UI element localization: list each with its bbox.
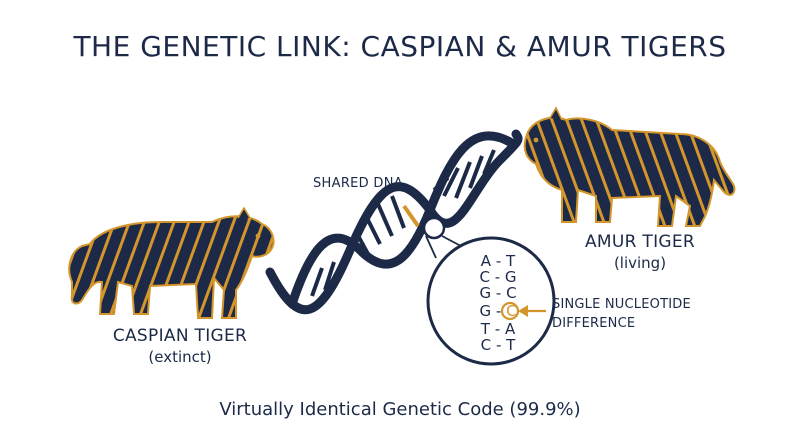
caspian-tiger-icon	[68, 206, 275, 319]
amur-status: (living)	[613, 254, 667, 272]
base-pair-row-highlighted: G - C	[479, 302, 517, 320]
base-pair-row: C - G	[479, 268, 517, 286]
difference-label: SINGLE NUCLEOTIDE DIFFERENCE	[552, 297, 691, 331]
base-pair-row: T - A	[480, 320, 516, 338]
base-pair-row: C - T	[480, 336, 516, 354]
base-pair-row: G - C	[479, 284, 517, 302]
base-pair-row: A - T	[480, 252, 516, 270]
caspian-status: (extinct)	[148, 348, 212, 366]
footer-caption: Virtually Identical Genetic Code (99.9%)	[219, 399, 581, 420]
page-title: THE GENETIC LINK: CASPIAN & AMUR TIGERS	[73, 30, 727, 63]
arrow-icon	[518, 305, 546, 317]
shared-dna-label: SHARED DNA	[313, 176, 403, 191]
caspian-label: CASPIAN TIGER (extinct)	[80, 326, 280, 366]
caspian-name: CASPIAN TIGER	[112, 326, 248, 346]
amur-label: AMUR TIGER (living)	[540, 232, 740, 272]
magnifier-circle-icon	[422, 216, 556, 366]
amur-tiger-icon	[523, 106, 736, 227]
amur-name: AMUR TIGER	[584, 232, 696, 252]
dna-helix-icon	[265, 129, 523, 315]
